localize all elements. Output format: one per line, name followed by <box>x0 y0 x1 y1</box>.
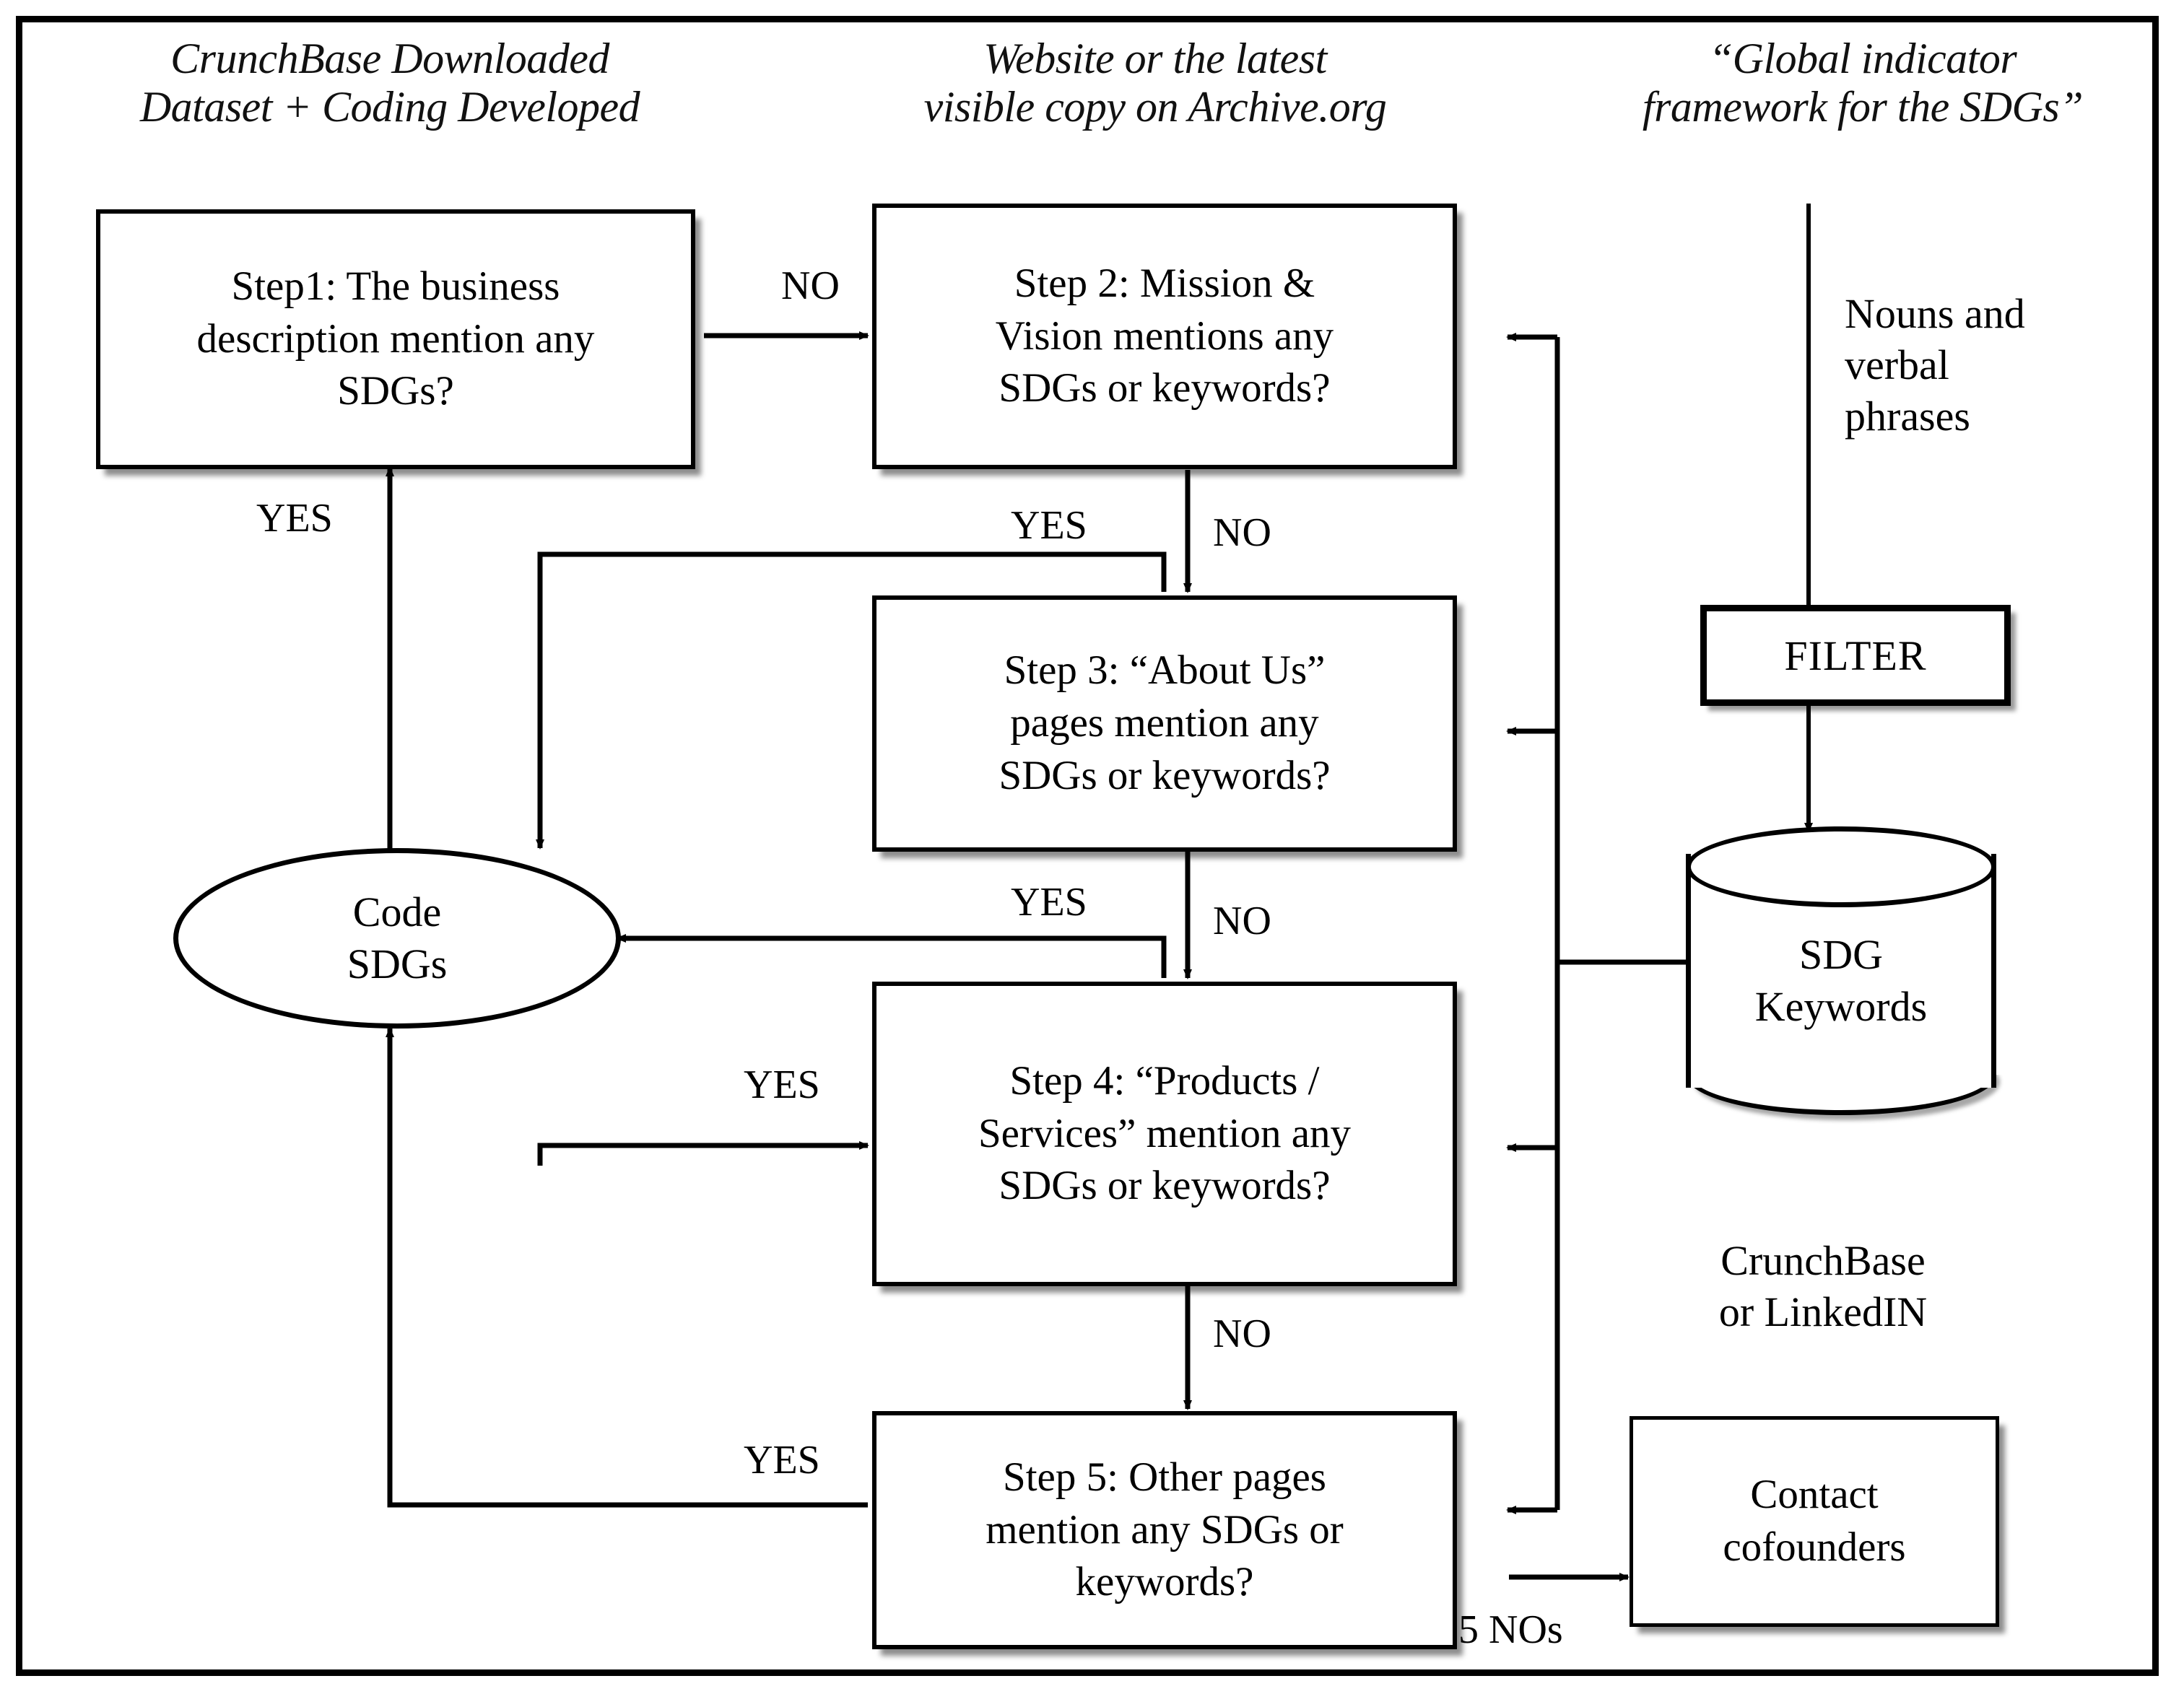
node-step2-mission-vision[interactable]: Step 2: Mission & Vision mentions any SD… <box>872 204 1457 469</box>
edge-label-step3-no: NO <box>1213 899 1271 943</box>
node-step3-about-us[interactable]: Step 3: “About Us” pages mention any SDG… <box>872 595 1457 852</box>
caption-crunchbase-dataset: CrunchBase Downloaded Dataset + Coding D… <box>139 35 640 131</box>
annotation-crunchbase-or-linkedin: CrunchBase or LinkedIN <box>1718 1237 1928 1335</box>
annotation-nouns-verbal-phrases: Nouns and verbal phrases <box>1845 290 2025 440</box>
node-step4-products-services[interactable]: Step 4: “Products / Services” mention an… <box>872 982 1457 1286</box>
diagram-frame <box>16 16 2159 1676</box>
edge-label-step2-no: NO <box>1213 510 1271 555</box>
edge-label-step4-yes: YES <box>744 1062 820 1107</box>
edge-label-step5-yes: YES <box>744 1438 820 1483</box>
node-step5-other-pages[interactable]: Step 5: Other pages mention any SDGs or … <box>872 1411 1457 1649</box>
edge-label-five-nos: 5 NOs <box>1458 1607 1563 1652</box>
edge-step5-yes-to-code <box>386 1027 868 1508</box>
edge-label-step3-yes: YES <box>1011 880 1087 925</box>
caption-global-indicator-framework: “Global indicator framework for the SDGs… <box>1642 35 2084 131</box>
cylinder-top <box>1686 826 1996 907</box>
edge-step2-yes-to-code <box>536 551 1167 850</box>
node-code-sdgs[interactable]: Code SDGs <box>173 848 621 1029</box>
node-sdg-keywords-datastore[interactable]: SDG Keywords <box>1686 826 1996 1115</box>
edge-label-step2-yes: YES <box>1011 503 1087 548</box>
edge-label-step1-yes: YES <box>256 496 333 541</box>
node-contact-cofounders[interactable]: Contact cofounders <box>1630 1416 1999 1627</box>
sdg-keywords-label: SDG Keywords <box>1754 930 1928 1031</box>
node-step1-business-description[interactable]: Step1: The business description mention … <box>96 209 695 469</box>
edge-label-step1-no: NO <box>781 263 840 308</box>
edge-code-yes-to-step4 <box>537 1141 869 1166</box>
edge-label-step4-no: NO <box>1213 1311 1271 1356</box>
node-filter[interactable]: FILTER <box>1700 605 2011 706</box>
edge-step3-yes-to-code <box>616 934 1167 978</box>
caption-website-archive: Website or the latest visible copy on Ar… <box>923 35 1387 131</box>
